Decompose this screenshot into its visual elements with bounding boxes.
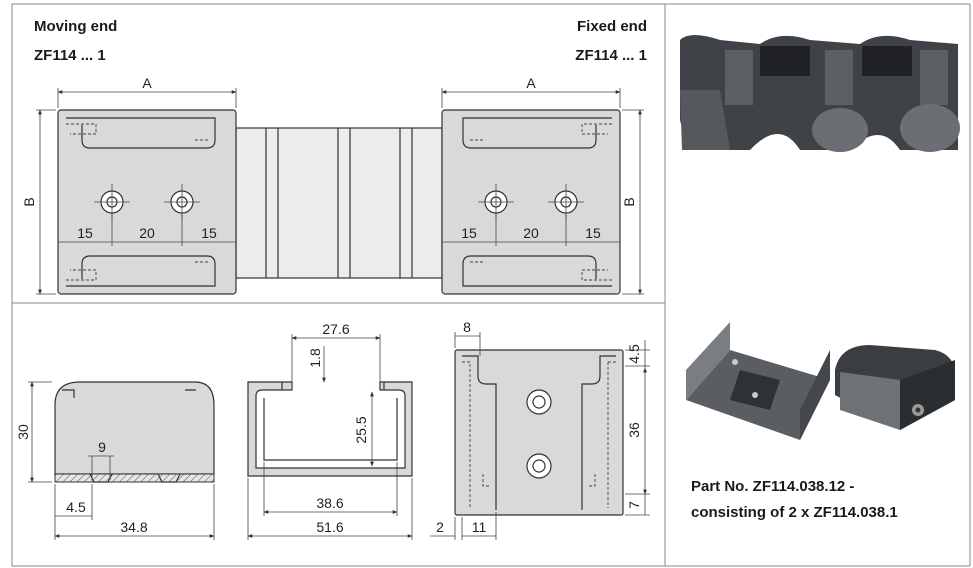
side-view-bracket [28, 381, 215, 540]
dimension-front-1-8: 1.8 [307, 348, 323, 368]
dimension-top-11: 11 [472, 519, 487, 535]
chain-photo [680, 30, 960, 152]
dimension-front-38-6: 38.6 [316, 495, 343, 511]
dimension-top-36: 36 [626, 422, 642, 438]
end-brackets-photo [686, 322, 955, 440]
fixed-end-bracket-top-view [441, 109, 621, 295]
front-view-profile [247, 334, 413, 540]
dimension-right-20: 20 [523, 225, 539, 241]
dimension-left-15-a: 15 [77, 225, 93, 241]
dimension-a-left: A [142, 75, 152, 91]
moving-end-bracket-top-view [57, 109, 237, 295]
dimension-top-2: 2 [436, 519, 444, 535]
dimension-side-4-5: 4.5 [66, 499, 86, 515]
dimension-top-8: 8 [463, 319, 471, 335]
sheet-frame [11, 3, 971, 567]
dimension-top-4-5: 4.5 [626, 344, 642, 364]
moving-end-title: Moving end [34, 18, 118, 35]
part-number-note: Part No. ZF114.038.12 - [691, 478, 855, 495]
dimension-left-20: 20 [139, 225, 155, 241]
dimension-side-30: 30 [15, 424, 31, 440]
dimension-a-right: A [526, 75, 536, 91]
dimension-b-left: B [21, 197, 37, 206]
dimension-front-27-6: 27.6 [322, 321, 349, 337]
dimension-side-9: 9 [98, 439, 106, 455]
dimension-top-7: 7 [626, 501, 642, 509]
fixed-end-title: Fixed end [576, 18, 647, 35]
plate-view-bracket [430, 332, 650, 540]
moving-end-part-number: ZF114 ... 1 [34, 47, 106, 64]
top-view-dimension-lines [36, 88, 644, 295]
dimension-right-15-b: 15 [585, 225, 601, 241]
dimension-left-15-b: 15 [201, 225, 217, 241]
fixed-end-part-number: ZF114 ... 1 [575, 47, 647, 64]
dimension-side-34-8: 34.8 [120, 519, 147, 535]
part-composition-note: consisting of 2 x ZF114.038.1 [691, 504, 898, 521]
dimension-right-15-a: 15 [461, 225, 477, 241]
chain-links-top-view [235, 127, 443, 279]
dimension-front-51-6: 51.6 [316, 519, 343, 535]
dimension-b-right: B [621, 197, 637, 206]
dimension-front-25-5: 25.5 [353, 416, 369, 443]
